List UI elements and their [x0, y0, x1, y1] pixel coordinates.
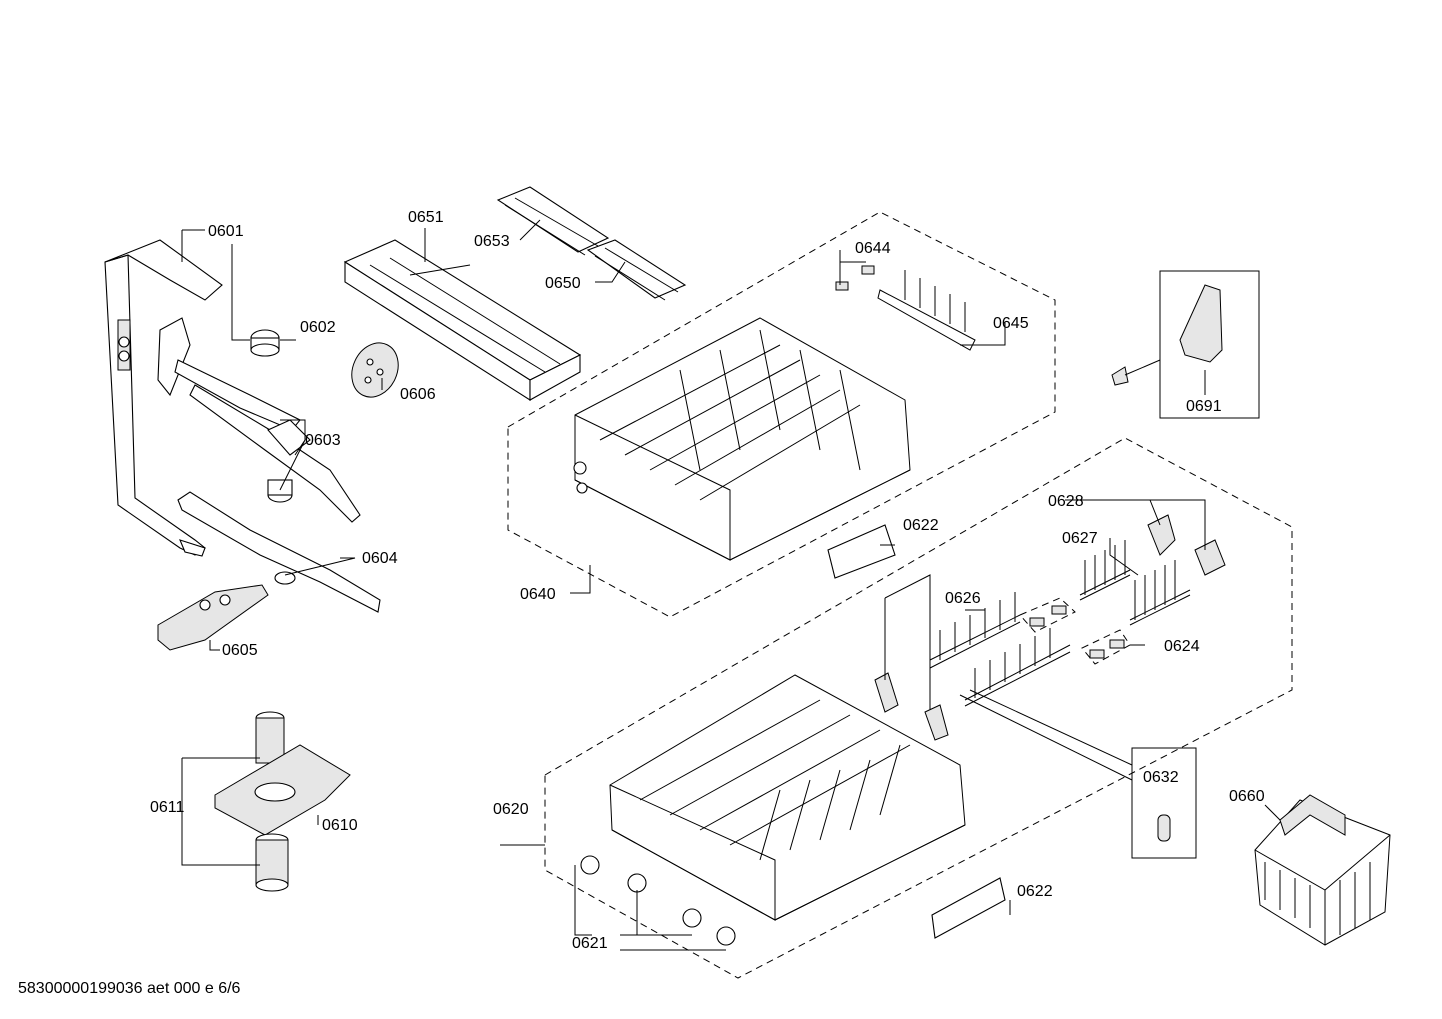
knife-rack-small-part	[586, 239, 687, 301]
lower-basket-part	[609, 674, 966, 921]
label-0653: 0653	[474, 233, 510, 250]
leader-0632-box	[959, 694, 1133, 781]
cup-rack-part	[877, 270, 976, 351]
label-0621: 0621	[572, 935, 608, 952]
pin-part	[1157, 814, 1171, 842]
label-0628: 0628	[1048, 493, 1084, 510]
label-0610: 0610	[322, 817, 358, 834]
label-0605: 0605	[222, 642, 258, 659]
label-0650: 0650	[545, 275, 581, 292]
label-0644: 0644	[855, 240, 891, 257]
label-0627: 0627	[1062, 530, 1098, 547]
label-0651: 0651	[408, 209, 444, 226]
label-0626: 0626	[945, 590, 981, 607]
label-0602: 0602	[300, 319, 336, 336]
leader-0691-box	[1124, 359, 1161, 376]
clip-detail-part	[1111, 284, 1223, 386]
label-0660: 0660	[1229, 788, 1265, 805]
label-0622-lower: 0622	[1017, 883, 1053, 900]
lower-basket-group-outline	[544, 437, 1293, 979]
label-0604: 0604	[362, 550, 398, 567]
upper-basket-part	[573, 317, 911, 561]
clip-part	[835, 265, 875, 291]
tine-row-part	[929, 592, 1071, 707]
fold-tines-part	[1079, 540, 1191, 626]
document-footer-code: 58300000199036 aet 000 e 6/6	[18, 980, 241, 997]
leader-0632-box-2	[969, 689, 1133, 766]
label-0622-upper: 0622	[903, 517, 939, 534]
knife-rack-part	[496, 186, 610, 256]
label-0603: 0603	[305, 432, 341, 449]
detail-box-0632	[1131, 747, 1197, 859]
supply-pipe-part	[104, 239, 223, 557]
upper-basket-group-outline	[507, 211, 1056, 618]
lower-holder-part	[931, 877, 1006, 939]
label-0620: 0620	[493, 801, 529, 818]
basket-wheel-part	[580, 855, 736, 946]
glass-holder-part	[827, 524, 896, 579]
hinge-clip-part	[1147, 514, 1226, 576]
round-filter-part	[351, 342, 399, 398]
tine-holder-part	[874, 672, 949, 741]
label-0611: 0611	[150, 799, 185, 816]
label-0645: 0645	[993, 315, 1029, 332]
detail-box-0691	[1159, 270, 1260, 419]
cutlery-basket-part	[1254, 794, 1391, 946]
label-0624: 0624	[1164, 638, 1200, 655]
nozzle-part	[250, 329, 280, 357]
label-0632: 0632	[1143, 769, 1179, 786]
bearing-part	[1019, 597, 1131, 665]
label-0606: 0606	[400, 386, 436, 403]
filter-assembly-part	[214, 711, 351, 892]
lower-spray-arm-part	[177, 491, 381, 613]
label-0691: 0691	[1186, 398, 1222, 415]
filter-plate-part	[157, 584, 269, 651]
leader-lines	[181, 219, 1281, 951]
label-0640: 0640	[520, 586, 556, 603]
cutlery-drawer-part	[343, 239, 582, 402]
label-0601: 0601	[208, 223, 244, 240]
upper-spray-arm-part	[157, 317, 361, 523]
